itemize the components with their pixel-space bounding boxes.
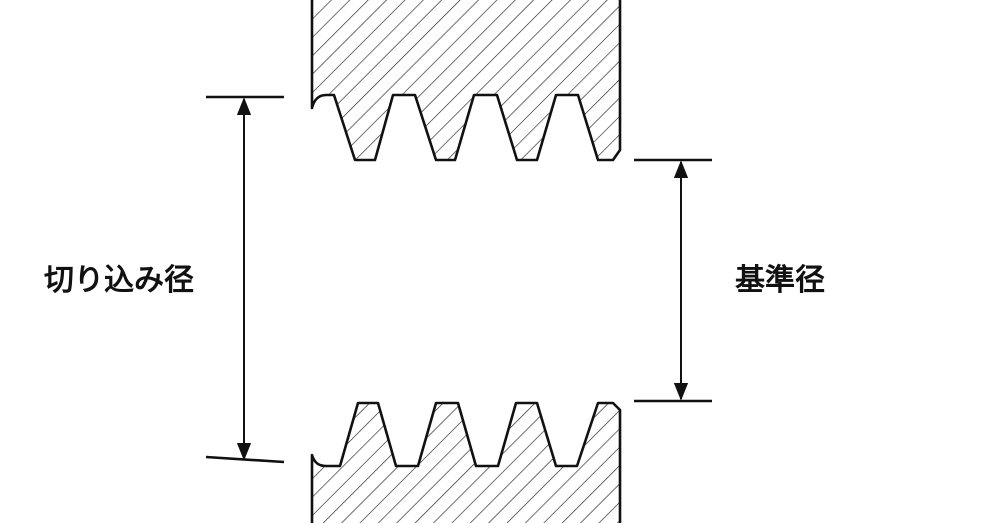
upper-thread-part — [310, 0, 622, 162]
reference-diameter-label: 基準径 — [735, 263, 825, 298]
cut-diameter-label: 切り込み径 — [44, 263, 194, 298]
lower-thread-part — [310, 401, 622, 523]
